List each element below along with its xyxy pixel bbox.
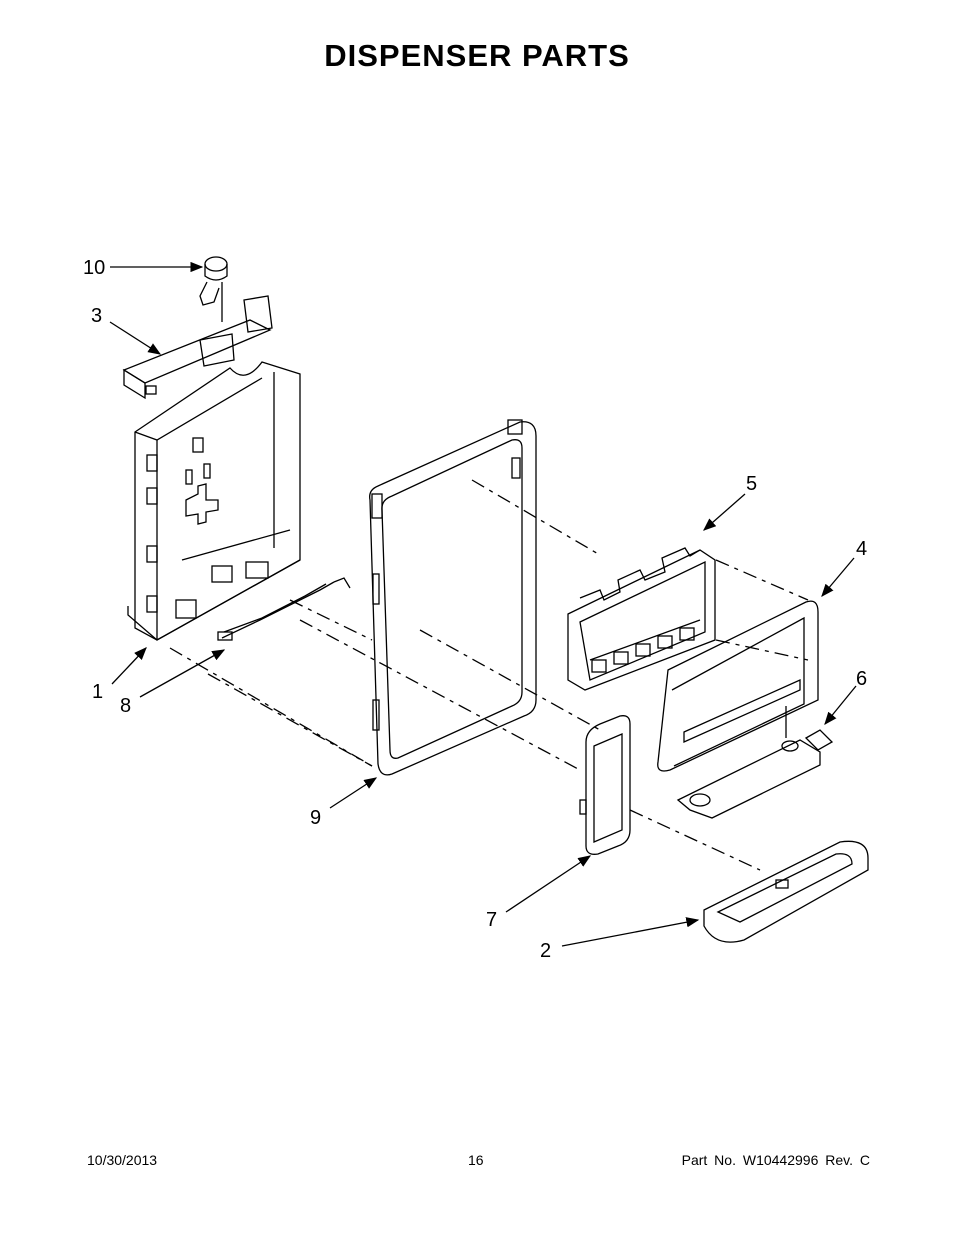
callout-4: 4	[856, 538, 867, 560]
callout-9: 9	[310, 807, 321, 829]
part-7-lens	[579, 715, 631, 855]
part-8-wire-harness	[217, 577, 351, 641]
callout-6: 6	[856, 668, 867, 690]
leader-lines	[109, 261, 857, 947]
part-9-frame	[369, 419, 537, 776]
callout-10: 10	[83, 257, 105, 279]
part-5-control-housing	[567, 547, 716, 691]
callout-5: 5	[746, 473, 757, 495]
alignment-lines	[169, 479, 809, 871]
part-2-drip-tray	[703, 840, 869, 943]
part-1-housing	[127, 361, 301, 641]
page-title: DISPENSER PARTS	[324, 38, 630, 73]
part-6-lever-bracket	[676, 706, 834, 819]
footer-page-number: 16	[468, 1152, 484, 1168]
callout-labels: 10 3 5 4 1 8 6 9 7 2	[83, 257, 867, 962]
footer-part-number: Part No. W10442996 Rev. C	[681, 1152, 870, 1168]
part-10-water-fitting	[199, 256, 228, 322]
part-3-bracket	[122, 295, 273, 400]
part-4-cover	[657, 600, 819, 772]
callout-2: 2	[540, 940, 551, 962]
callout-7: 7	[486, 909, 497, 931]
footer-date: 10/30/2013	[87, 1152, 158, 1168]
callout-1: 1	[92, 681, 103, 703]
callout-3: 3	[91, 305, 102, 327]
callout-8: 8	[120, 695, 131, 717]
